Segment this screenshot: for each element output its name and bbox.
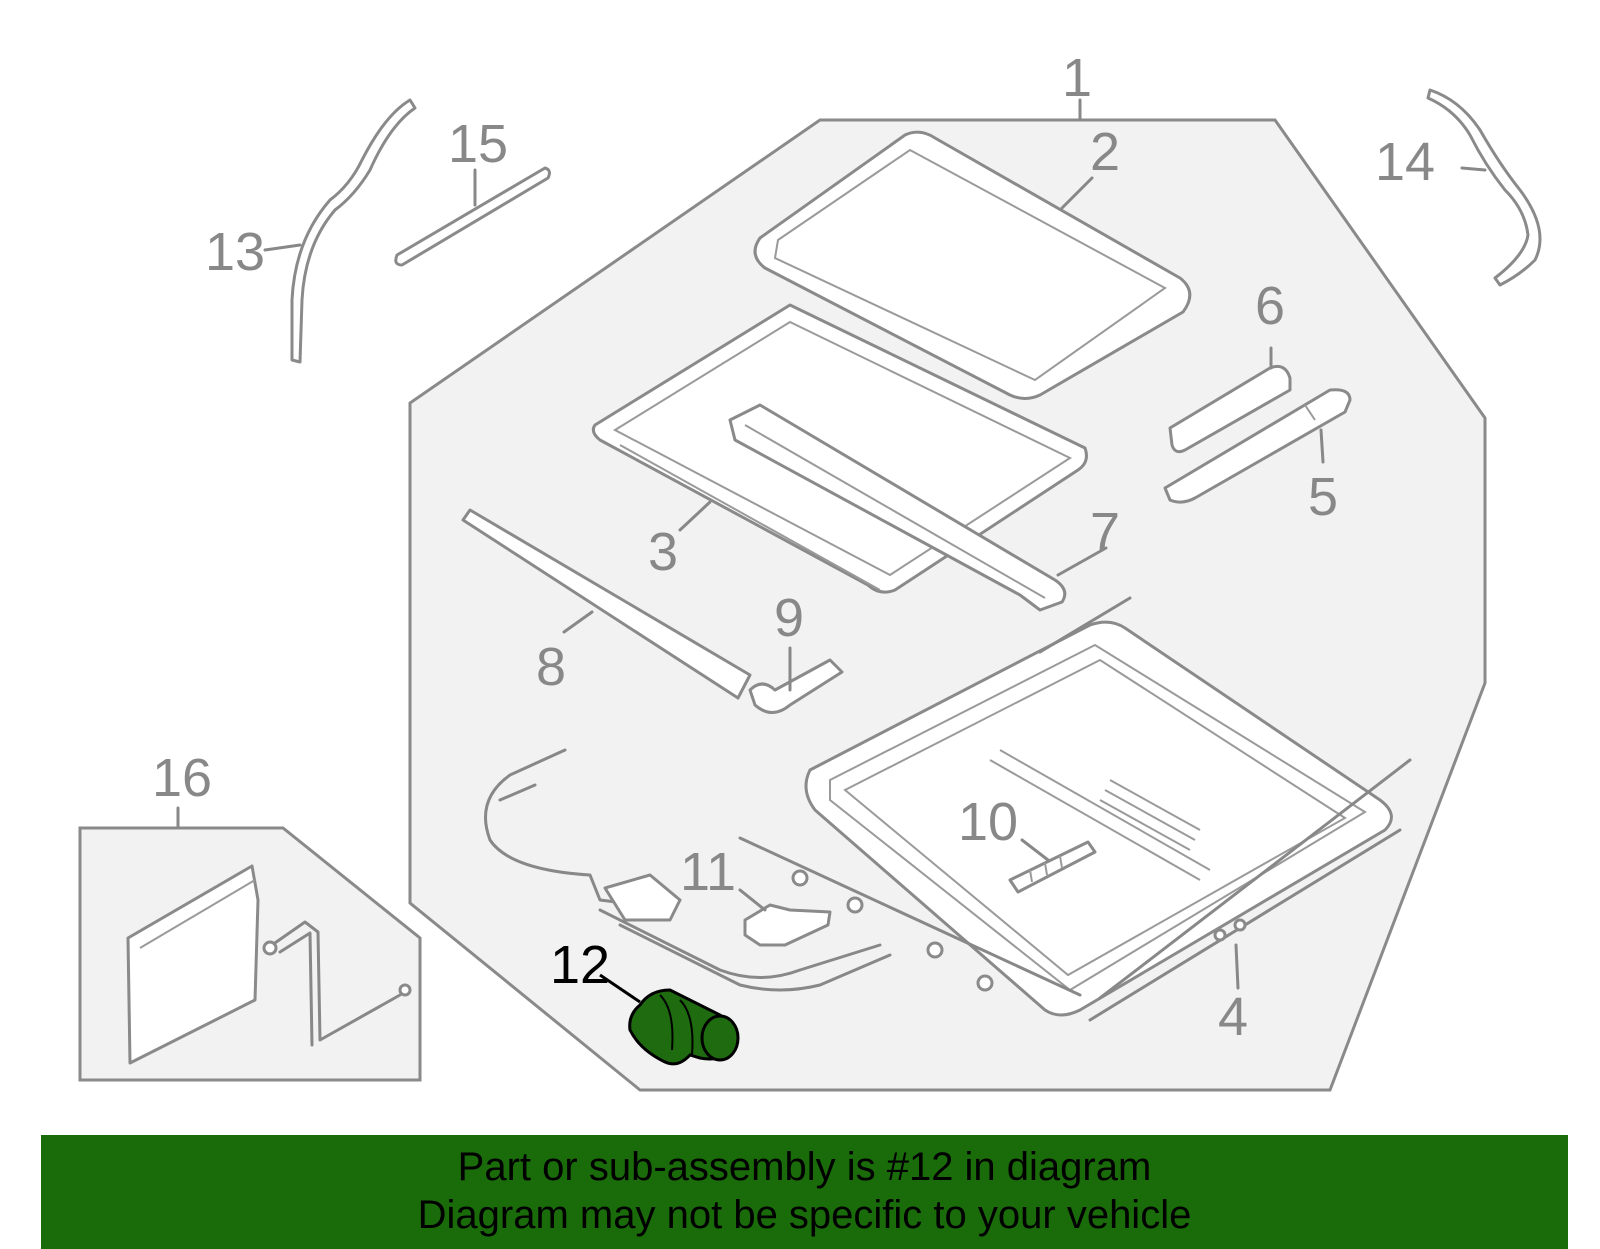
part-6-trim[interactable] [1168, 364, 1292, 454]
part-12-highlighted[interactable] [628, 988, 740, 1066]
banner-line-2: Diagram may not be specific to your vehi… [417, 1193, 1192, 1237]
part-13-weatherstrip[interactable] [290, 98, 417, 364]
part-3-sunshade[interactable] [591, 303, 1088, 594]
callout-11: 11 [680, 842, 736, 902]
callout-9: 9 [774, 588, 804, 648]
callout-10: 10 [958, 792, 1018, 852]
callout-14: 14 [1375, 132, 1435, 192]
leader-lines [176, 98, 1487, 1004]
part-11-motor-bracket[interactable] [743, 903, 832, 947]
part-4-sunroof-frame[interactable] [738, 596, 1412, 1022]
info-banner: Part or sub-assembly is #12 in diagram D… [41, 1135, 1568, 1249]
parts-diagram: 1 2 3 4 5 6 7 8 9 10 11 12 13 14 15 16 [78, 48, 1542, 1092]
callout-12: 12 [550, 935, 610, 995]
callout-13: 13 [205, 222, 265, 282]
callout-3: 3 [648, 522, 678, 582]
banner-line-1: Part or sub-assembly is #12 in diagram [457, 1145, 1152, 1189]
drain-tube-cables [484, 748, 892, 992]
part-2-glass-panel[interactable] [753, 130, 1192, 400]
callout-2: 2 [1090, 122, 1120, 182]
callout-8: 8 [536, 637, 566, 697]
callout-6: 6 [1255, 276, 1285, 336]
callout-15: 15 [448, 114, 508, 174]
callout-7: 7 [1090, 502, 1120, 562]
part-8-seal-strip[interactable] [461, 508, 752, 700]
part-16-kit-contents[interactable] [126, 864, 412, 1065]
part-14-weatherstrip[interactable] [1426, 88, 1542, 287]
part-9-corner-seal[interactable] [748, 658, 844, 714]
callout-1: 1 [1062, 48, 1092, 108]
callout-16: 16 [152, 748, 212, 808]
callout-4: 4 [1218, 987, 1248, 1047]
part-15-strip[interactable] [394, 166, 551, 267]
part-10-bracket[interactable] [1008, 840, 1097, 894]
part-7-deflector[interactable] [728, 403, 1067, 612]
callout-5: 5 [1308, 467, 1338, 527]
part-5-guide-rail[interactable] [1163, 388, 1352, 504]
